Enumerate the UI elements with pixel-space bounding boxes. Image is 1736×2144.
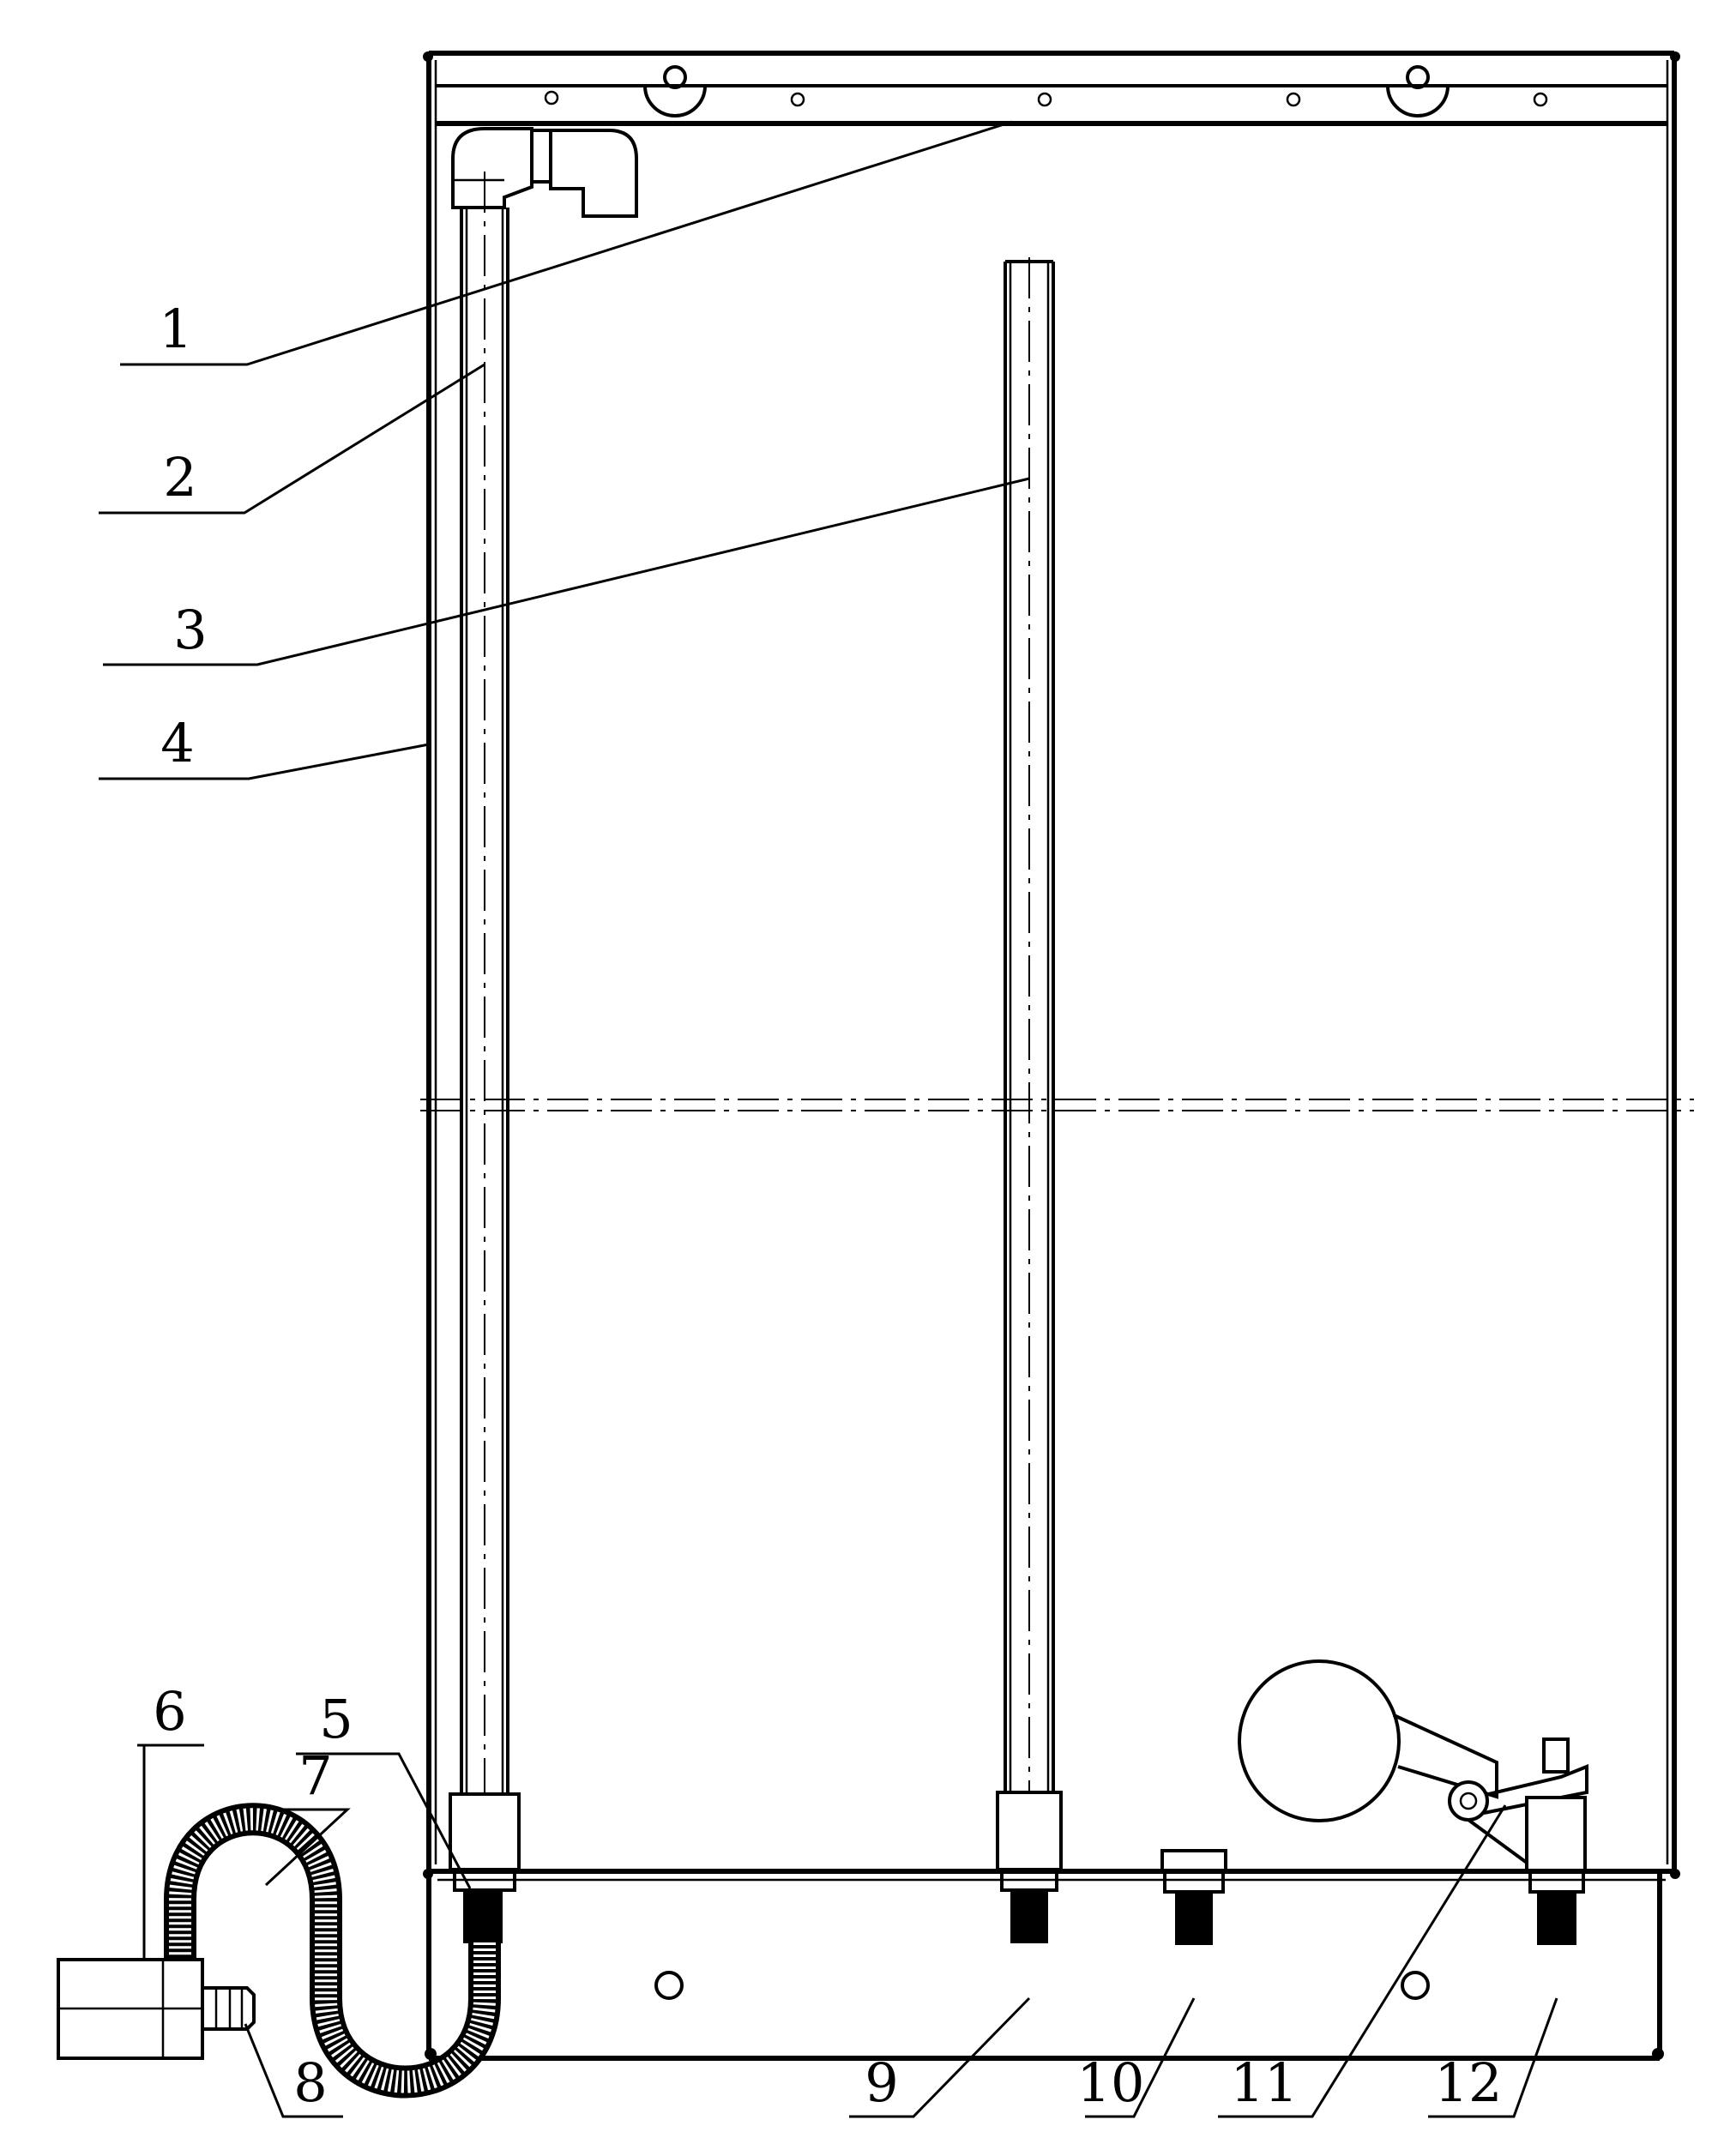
callout-6: 6 — [153, 1680, 186, 1743]
leader-12 — [1428, 1997, 1558, 2118]
break-lines — [420, 1099, 1694, 1111]
callout-labels: 1 2 3 4 5 6 7 8 9 10 11 12 — [153, 298, 1502, 2114]
pivot-pin — [1459, 1792, 1478, 1810]
top-rail — [436, 65, 1667, 126]
leader-10 — [1085, 1997, 1196, 2118]
corner-rivet — [425, 2048, 437, 2060]
pipe-coupling — [530, 129, 552, 184]
callout-9: 9 — [865, 2051, 898, 2114]
float-valve — [1238, 1659, 1588, 1945]
leader-1 — [120, 120, 1013, 366]
float-arm — [1393, 1713, 1498, 1799]
leader-7 — [264, 1808, 351, 1887]
leader-3 — [103, 477, 1030, 666]
callout-1: 1 — [159, 298, 192, 360]
callout-10: 10 — [1077, 2051, 1145, 2114]
drain-plug — [1160, 1849, 1227, 1945]
leader-11 — [1218, 1804, 1507, 2118]
leader-8 — [244, 2023, 343, 2118]
callout-2: 2 — [163, 446, 196, 509]
threaded-connector — [1175, 1892, 1213, 1945]
callout-8: 8 — [293, 2051, 327, 2114]
rivet-hole — [1533, 92, 1548, 107]
callout-7: 7 — [298, 1744, 332, 1807]
pipe-socket — [996, 1791, 1063, 1871]
rivet-hole — [1037, 92, 1052, 107]
elbow-fitting — [451, 127, 533, 209]
callout-4: 4 — [160, 712, 194, 774]
plug-head — [1160, 1849, 1227, 1873]
base-hole — [654, 1971, 684, 2000]
callout-12: 12 — [1435, 2051, 1503, 2114]
valve-stem — [1542, 1737, 1570, 1774]
float-ball — [1238, 1659, 1401, 1822]
threaded-connector — [1537, 1892, 1576, 1945]
valve-body — [1525, 1796, 1587, 1873]
mounting-hole — [663, 65, 687, 89]
leader-9 — [849, 1996, 1031, 2118]
threaded-connector — [1010, 1890, 1048, 1943]
rivet-hole — [1286, 92, 1301, 107]
leader-lines — [99, 120, 1558, 2118]
callout-11: 11 — [1231, 2051, 1299, 2114]
overflow-pipe — [449, 127, 638, 1943]
elbow-fitting — [549, 129, 638, 218]
callout-5: 5 — [319, 1688, 353, 1750]
leader-4 — [99, 743, 430, 780]
callout-3: 3 — [173, 599, 207, 661]
threaded-connector — [463, 1890, 503, 1943]
corner-rivet — [423, 51, 433, 62]
pipe-socket — [449, 1792, 521, 1871]
corner-rivet — [1652, 2048, 1664, 2060]
pivot-hub — [1448, 1780, 1489, 1822]
plug-nut — [1163, 1870, 1225, 1894]
base-plate — [425, 1869, 1674, 2061]
drain-pump — [57, 1958, 256, 2060]
leader-2 — [99, 363, 485, 515]
mounting-hole — [1406, 65, 1430, 89]
base-hole — [1401, 1971, 1430, 2000]
corner-rivet — [1670, 51, 1680, 62]
rivet-hole — [790, 92, 805, 107]
rivet-hole — [544, 90, 559, 105]
valve-nut — [1528, 1870, 1585, 1894]
leader-5 — [296, 1752, 472, 1889]
hose-barb — [201, 1986, 256, 2031]
flexible-hose — [164, 1803, 501, 2099]
